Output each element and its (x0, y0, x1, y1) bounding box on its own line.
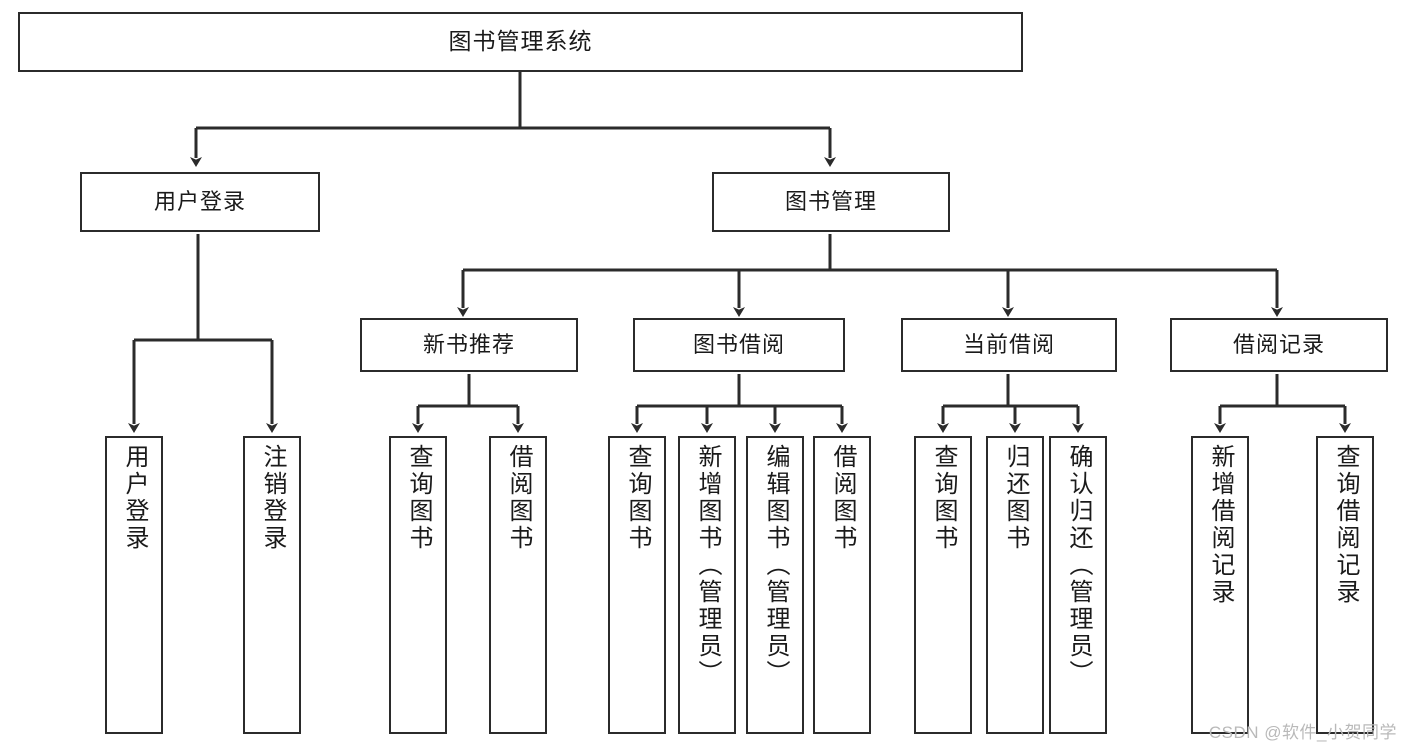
node-root[interactable]: 图书管理系统 (18, 12, 1023, 72)
csdn-watermark: CSDN @软件_小贺同学 (1208, 723, 1397, 742)
leaf-borrow-book-2[interactable]: 借阅图书 (813, 436, 871, 734)
leaf-query-book-2[interactable]: 查询图书 (608, 436, 666, 734)
node-borrow-record[interactable]: 借阅记录 (1170, 318, 1388, 372)
leaf-query-book-1-label: 查询图书 (405, 444, 432, 552)
node-user-login[interactable]: 用户登录 (80, 172, 320, 232)
leaf-query-book-2-label: 查询图书 (624, 444, 651, 552)
node-current-borrow[interactable]: 当前借阅 (901, 318, 1117, 372)
leaf-confirm-return[interactable]: 确认归还（管理员） (1049, 436, 1107, 734)
node-book-borrow-label: 图书借阅 (692, 332, 785, 358)
leaf-return-book-label: 归还图书 (1002, 444, 1029, 552)
node-root-label: 图书管理系统 (448, 28, 593, 55)
leaf-borrow-book-1-label: 借阅图书 (505, 444, 532, 552)
leaf-return-book[interactable]: 归还图书 (986, 436, 1044, 734)
node-book-borrow[interactable]: 图书借阅 (633, 318, 845, 372)
leaf-edit-book-label: 编辑图书（管理员） (762, 444, 789, 687)
leaf-query-record[interactable]: 查询借阅记录 (1316, 436, 1374, 734)
leaf-borrow-book-1[interactable]: 借阅图书 (489, 436, 547, 734)
leaf-add-record[interactable]: 新增借阅记录 (1191, 436, 1249, 734)
leaf-add-book[interactable]: 新增图书（管理员） (678, 436, 736, 734)
node-current-borrow-label: 当前借阅 (962, 332, 1055, 358)
leaf-query-record-label: 查询借阅记录 (1332, 444, 1359, 606)
leaf-query-book-3-label: 查询图书 (930, 444, 957, 552)
leaf-query-book-1[interactable]: 查询图书 (389, 436, 447, 734)
leaf-logout-label: 注销登录 (259, 444, 286, 552)
leaf-confirm-return-label: 确认归还（管理员） (1065, 444, 1092, 687)
leaf-user-login-label: 用户登录 (121, 444, 148, 552)
node-borrow-record-label: 借阅记录 (1232, 332, 1325, 358)
node-book-manage[interactable]: 图书管理 (712, 172, 950, 232)
leaf-add-record-label: 新增借阅记录 (1207, 444, 1234, 606)
node-new-book-recommend-label: 新书推荐 (422, 332, 515, 358)
leaf-borrow-book-2-label: 借阅图书 (829, 444, 856, 552)
leaf-edit-book[interactable]: 编辑图书（管理员） (746, 436, 804, 734)
node-new-book-recommend[interactable]: 新书推荐 (360, 318, 578, 372)
leaf-add-book-label: 新增图书（管理员） (694, 444, 721, 687)
node-book-manage-label: 图书管理 (784, 189, 877, 215)
leaf-query-book-3[interactable]: 查询图书 (914, 436, 972, 734)
leaf-user-login[interactable]: 用户登录 (105, 436, 163, 734)
node-user-login-label: 用户登录 (153, 189, 246, 215)
leaf-logout[interactable]: 注销登录 (243, 436, 301, 734)
